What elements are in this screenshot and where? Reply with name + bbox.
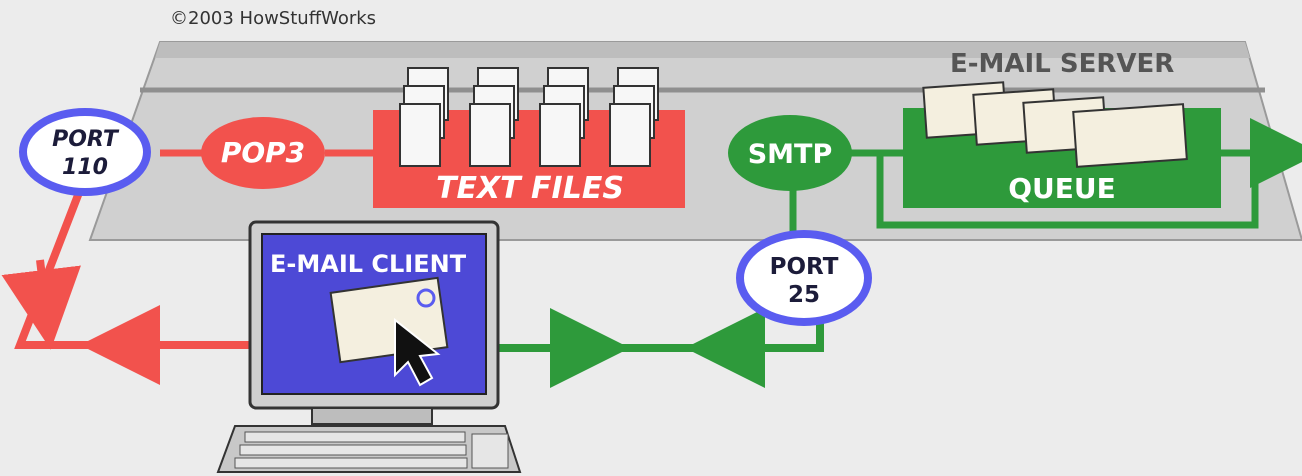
pop3-label: POP3 [221,136,305,169]
smtp-label: SMTP [748,139,833,170]
queue-box: QUEUE [903,81,1221,208]
email-client-label: E-MAIL CLIENT [270,250,467,278]
pop-path [1,149,373,385]
port-25-label-line1: PORT [770,254,839,280]
port-25-label-line2: 25 [788,282,820,308]
keyboard-keys [234,431,509,469]
queue-label: QUEUE [1008,172,1116,205]
text-files-label: TEXT FILES [436,171,624,206]
cursor-icon [394,317,441,387]
port-110-label-line2: 110 [62,155,108,180]
port-110-node: PORT 110 [19,108,151,196]
envelope-stack-icons [922,81,1188,168]
copyright-text: ©2003 HowStuffWorks [170,8,376,29]
email-client-computer: E-MAIL CLIENT [216,220,522,473]
document-stack-icons [399,67,659,167]
smtp-node: SMTP [728,115,852,191]
text-files-box: TEXT FILES [373,67,685,208]
monitor-stand [311,407,433,425]
pop3-node: POP3 [201,117,325,189]
server-label: E-MAIL SERVER [950,49,1174,79]
port-25-node: PORT 25 [736,230,872,326]
port-110-label-line1: PORT [52,127,120,152]
